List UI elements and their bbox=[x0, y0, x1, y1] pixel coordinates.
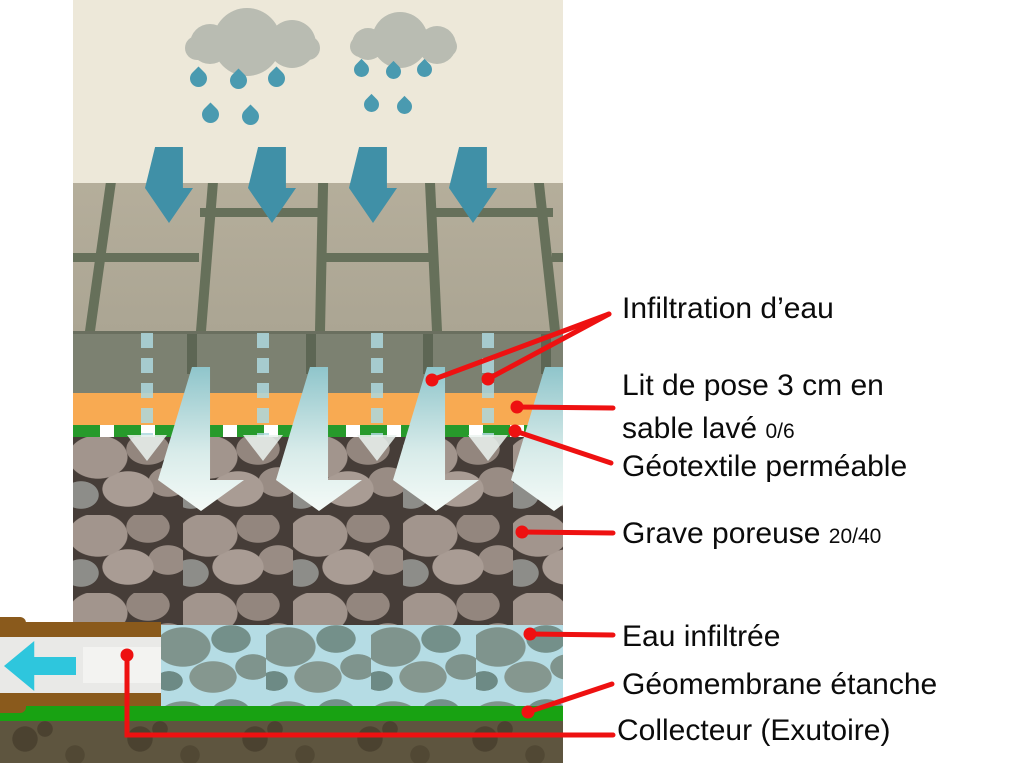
cloud-icon bbox=[350, 36, 457, 57]
stored-water-layer bbox=[161, 625, 563, 706]
cloud-icon bbox=[185, 36, 320, 60]
sky-layer bbox=[73, 0, 563, 183]
label-lit-de-pose: Lit de pose 3 cm en sable lavé 0/6 bbox=[622, 364, 884, 453]
paver-joint bbox=[423, 334, 433, 374]
paver-surface-layer bbox=[73, 183, 563, 331]
paver-joint bbox=[187, 334, 197, 374]
soil-layer bbox=[0, 721, 563, 763]
label-grave: Grave poreuse 20/40 bbox=[622, 517, 882, 550]
seep-dashed-line bbox=[371, 333, 383, 437]
paver-joint bbox=[434, 208, 553, 217]
collector-pipe bbox=[0, 693, 161, 706]
collector-pipe-bore bbox=[83, 647, 161, 683]
seep-dashed-line bbox=[141, 333, 153, 437]
paver-joint bbox=[196, 183, 218, 331]
paver-joint bbox=[317, 253, 435, 262]
label-lit-de-pose-line2: sable lavé 0/6 bbox=[622, 412, 795, 445]
seep-dashed-line bbox=[257, 333, 269, 437]
paver-joint bbox=[73, 253, 199, 262]
label-geotextile: Géotextile perméable bbox=[622, 450, 908, 483]
collector-pipe bbox=[0, 622, 161, 637]
cross-section-diagram bbox=[0, 0, 563, 763]
label-collecteur: Collecteur (Exutoire) bbox=[617, 714, 891, 747]
label-infiltration: Infiltration d’eau bbox=[622, 292, 834, 325]
paver-joint bbox=[200, 208, 318, 217]
label-eau-infiltree: Eau infiltrée bbox=[622, 620, 781, 653]
label-lit-de-pose-line1: Lit de pose 3 cm en bbox=[622, 369, 884, 402]
label-geomembrane: Géomembrane étanche bbox=[622, 668, 938, 701]
seep-dashed-line bbox=[482, 333, 494, 437]
paver-joint bbox=[552, 253, 563, 262]
grade-0-6: 0/6 bbox=[765, 420, 795, 443]
paver-joint bbox=[306, 334, 316, 374]
geomembrane-layer bbox=[0, 706, 563, 721]
grade-20-40: 20/40 bbox=[828, 525, 882, 548]
